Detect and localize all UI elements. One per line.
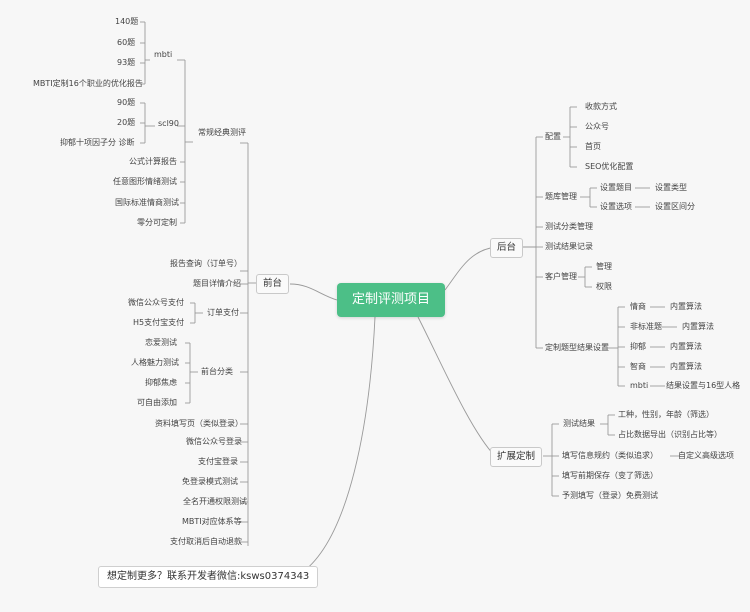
scl90-item-1[interactable]: 90题 <box>117 98 136 107</box>
jieguo-algo-3[interactable]: 内置算法 <box>670 342 702 351</box>
timu-item-4[interactable]: 设置区间分 <box>655 202 695 211</box>
more-item-5[interactable]: 全名开通权限测试 <box>183 497 247 506</box>
node-ceshi-jilu[interactable]: 测试结果记录 <box>545 242 593 251</box>
more-item-1[interactable]: 资料填写页（类似登录） <box>155 419 243 428</box>
node-jingdian-ceping[interactable]: 常规经典测评 <box>198 128 246 137</box>
fenlei-item-2[interactable]: 人格魅力测试 <box>131 358 179 367</box>
shezhi-item-3[interactable]: 首页 <box>585 142 601 151</box>
scl90-item-3[interactable]: 抑郁十项因子分 诊断 <box>60 138 135 147</box>
jieguo-algo-5[interactable]: 结果设置与16型人格 <box>666 381 741 390</box>
branch-houtai[interactable]: 后台 <box>490 238 524 258</box>
scl90-item-2[interactable]: 20题 <box>117 118 136 127</box>
node-scl90[interactable]: scl90 <box>158 119 179 128</box>
timu-item-3[interactable]: 设置类型 <box>655 183 687 192</box>
other-test-3[interactable]: 国际标准情商测试 <box>115 198 179 207</box>
more-item-7[interactable]: 支付取消后自动退款 <box>170 537 242 546</box>
more-item-4[interactable]: 免登录模式测试 <box>182 477 238 486</box>
mbti-item-2[interactable]: 60题 <box>117 38 136 47</box>
root-node[interactable]: 定制评测项目 <box>337 283 445 317</box>
ceshi-jieguo-item-1[interactable]: 工种，性别，年龄（筛选） <box>618 410 714 419</box>
node-ceshi-fenlei[interactable]: 测试分类管理 <box>545 222 593 231</box>
zhifu-item-2[interactable]: H5支付宝支付 <box>133 318 185 327</box>
jieguo-algo-1[interactable]: 内置算法 <box>670 302 702 311</box>
jieguo-type-3[interactable]: 抑郁 <box>630 342 646 351</box>
fenlei-item-4[interactable]: 可自由添加 <box>137 398 177 407</box>
timu-item-1[interactable]: 设置题目 <box>600 183 632 192</box>
zhifu-item-1[interactable]: 微信公众号支付 <box>128 298 184 307</box>
jieguo-algo-4[interactable]: 内置算法 <box>670 362 702 371</box>
jieguo-algo-2[interactable]: 内置算法 <box>682 322 714 331</box>
jieguo-type-5[interactable]: mbti <box>630 381 649 390</box>
node-kehu-guanli[interactable]: 客户管理 <box>545 272 577 281</box>
other-test-4[interactable]: 零分可定制 <box>137 218 177 227</box>
node-timu-guanli[interactable]: 题库管理 <box>545 192 577 201</box>
node-gongzuo[interactable]: 填写前期保存（变了筛选） <box>562 471 658 480</box>
more-item-2[interactable]: 微信公众号登录 <box>186 437 242 446</box>
node-tianxie[interactable]: 填写信息规约（类似追求） <box>562 451 658 460</box>
contact-banner[interactable]: 想定制更多？联系开发者微信:ksws0374343 <box>98 566 319 588</box>
timu-item-2[interactable]: 设置选项 <box>600 202 632 211</box>
node-dingzhi-jieguo[interactable]: 定制题型结果设置 <box>545 343 609 352</box>
jieguo-type-1[interactable]: 情商 <box>630 302 646 311</box>
kehu-item-1[interactable]: 管理 <box>596 262 612 271</box>
more-item-6[interactable]: MBTI对应体系等 <box>182 517 242 526</box>
more-item-3[interactable]: 支付宝登录 <box>198 457 238 466</box>
mbti-item-1[interactable]: 140题 <box>115 17 139 26</box>
jieguo-type-2[interactable]: 非标准题 <box>630 322 662 331</box>
other-test-1[interactable]: 公式计算报告 <box>129 157 177 166</box>
node-tiji-xiangqing[interactable]: 题目详情介绍 <box>193 279 241 288</box>
node-shezhi[interactable]: 配置 <box>545 132 561 141</box>
shezhi-item-4[interactable]: SEO优化配置 <box>585 162 634 171</box>
node-ceshi-jieguo[interactable]: 测试结果 <box>563 419 595 428</box>
mbti-item-4[interactable]: MBTI定制16个职业的优化报告 <box>33 79 143 88</box>
mbti-item-3[interactable]: 93题 <box>117 58 136 67</box>
node-qiantai-fenlei[interactable]: 前台分类 <box>201 367 233 376</box>
fenlei-item-1[interactable]: 恋爱测试 <box>145 338 177 347</box>
shezhi-item-2[interactable]: 公众号 <box>585 122 609 131</box>
node-dingdan-zhifu[interactable]: 订单支付 <box>207 308 239 317</box>
branch-kuozhan[interactable]: 扩展定制 <box>490 447 543 467</box>
shezhi-item-1[interactable]: 收款方式 <box>585 102 617 111</box>
branch-qiantai[interactable]: 前台 <box>256 274 290 294</box>
other-test-2[interactable]: 任意图形情绪测试 <box>113 177 177 186</box>
ceshi-jieguo-item-2[interactable]: 占比数据导出（识别占比等） <box>618 430 722 439</box>
node-mbti[interactable]: mbti <box>154 50 173 59</box>
fenlei-item-3[interactable]: 抑郁焦虑 <box>145 378 177 387</box>
jieguo-type-4[interactable]: 智商 <box>630 362 646 371</box>
node-zixun[interactable]: 予测填写（登录）免费测试 <box>562 491 658 500</box>
node-tianxie-side[interactable]: 自定义高级选项 <box>678 451 734 460</box>
kehu-item-2[interactable]: 权限 <box>596 282 612 291</box>
node-baogao-chaxun[interactable]: 报告查询（订单号） <box>170 259 242 268</box>
